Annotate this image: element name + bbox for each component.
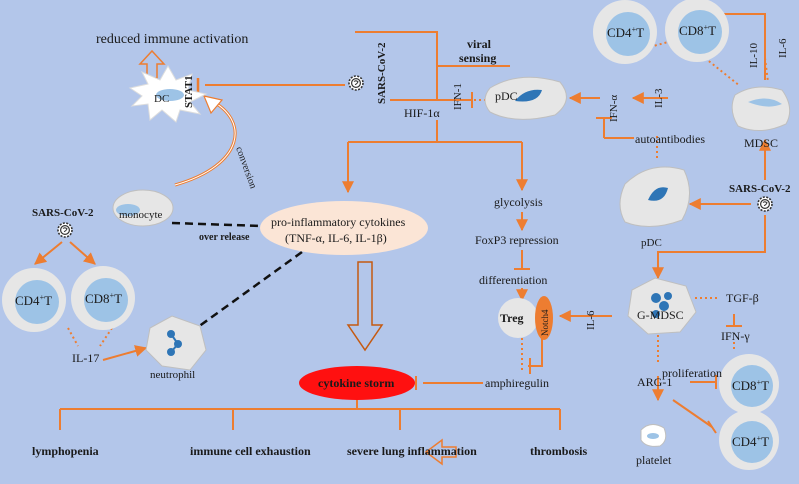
gmdsc-label: G-MDSC xyxy=(637,308,684,322)
over-release-label: over release xyxy=(199,232,250,243)
foxp3-repression-label: FoxP3 repression xyxy=(475,233,559,247)
pdc-top-label: pDC xyxy=(495,89,518,103)
cd4-bottom-label: CD4+T xyxy=(732,434,769,449)
outcome-lymphopenia: lymphopenia xyxy=(32,444,99,458)
il10-label: IL-10 xyxy=(748,42,760,68)
notch4-receptor-icon xyxy=(535,296,553,340)
platelet-cell-icon xyxy=(640,424,667,447)
cd8-t-cell-bottom-icon xyxy=(719,354,779,414)
dc-starburst-icon xyxy=(128,64,208,123)
mdsc-label: MDSC xyxy=(744,136,778,150)
ifn1-label: IFN-1 xyxy=(452,83,464,110)
platelet-label: platelet xyxy=(636,453,672,467)
cd4-t-cell-left-icon xyxy=(2,268,66,332)
neutrophil-label: neutrophil xyxy=(150,369,195,381)
cd8-bottom-label: CD8+T xyxy=(732,378,769,393)
sars-cov2-top-label: SARS-CoV-2 xyxy=(376,42,388,104)
monocyte-label: monocyte xyxy=(119,209,162,221)
platelet-to-thrombosis-arrow-icon xyxy=(424,438,457,466)
outcome-severe-lung-inflammation: severe lung inflammation xyxy=(347,444,477,458)
cytokine-storm-box xyxy=(299,366,415,400)
reduced-immune-activation-label: reduced immune activation xyxy=(96,32,248,47)
ifng-label: IFN-γ xyxy=(721,329,750,343)
ifna-label: IFN-α xyxy=(608,95,620,122)
differentiation-label: differentiation xyxy=(479,273,547,287)
glycolysis-label: glycolysis xyxy=(494,195,543,209)
tgfb-label: TGF-β xyxy=(726,291,759,305)
pdc-cell-top-icon xyxy=(484,76,567,120)
il17-label: IL-17 xyxy=(72,351,99,365)
pdc-cell-bottom-icon xyxy=(619,166,690,227)
il3-label: IL-3 xyxy=(653,88,665,108)
cd4-t-cell-bottom-icon xyxy=(719,410,779,470)
cd4-top-label: CD4+T xyxy=(607,25,644,40)
virus-icon-right xyxy=(757,196,773,212)
cd4-left-label: CD4+T xyxy=(15,293,52,308)
mdsc-cell-icon xyxy=(731,86,791,131)
sars-cov2-right-label: SARS-CoV-2 xyxy=(729,183,791,195)
proinflammatory-line1: pro-inflammatory cytokines xyxy=(271,215,406,229)
g-mdsc-cell-icon xyxy=(627,277,697,335)
cd4-t-cell-top-icon xyxy=(593,0,657,64)
virus-icon-left xyxy=(57,222,73,238)
arg1-label: ARG-1 xyxy=(637,375,672,389)
cd8-t-cell-top-icon xyxy=(665,0,729,62)
viral-label: viral xyxy=(467,37,492,51)
cd8-left-label: CD8+T xyxy=(85,291,122,306)
sars-cov2-left-label: SARS-CoV-2 xyxy=(32,207,94,219)
cytokine-storm-label: cytokine storm xyxy=(318,376,394,390)
virus-icon-top xyxy=(348,75,364,91)
pdc-bottom-label: pDC xyxy=(641,237,662,249)
hif1a-label: HIF-1α xyxy=(404,106,440,120)
outcome-thrombosis: thrombosis xyxy=(530,444,587,458)
proinflammatory-line2: (TNF-α, IL-6, IL-1β) xyxy=(285,231,387,245)
dc-label: DC xyxy=(154,93,169,105)
il6-gmdsc-label: IL-6 xyxy=(585,310,597,330)
amphiregulin-label: amphiregulin xyxy=(485,376,549,390)
stat1-label: STAT1 xyxy=(183,75,195,108)
outline-arrows xyxy=(138,49,457,466)
treg-label: Treg xyxy=(500,311,524,325)
cd8-top-label: CD8+T xyxy=(679,23,716,38)
neutrophil-cell-icon xyxy=(145,315,207,371)
outcome-immune-cell-exhaustion: immune cell exhaustion xyxy=(190,444,311,458)
over-release-links xyxy=(171,221,303,329)
proinflammatory-cytokines-box xyxy=(260,201,428,255)
cd8-t-cell-left-icon xyxy=(71,266,135,330)
autoantibodies-label: autoantibodies xyxy=(635,132,705,146)
monocyte-cell-icon xyxy=(112,189,174,227)
sensing-label: sensing xyxy=(459,51,496,65)
proliferation-label: proliferation xyxy=(662,366,722,380)
to-cytokine-storm-arrow-icon xyxy=(346,261,384,352)
conversion-label: conversion xyxy=(233,145,258,190)
treg-cell-icon xyxy=(498,296,553,340)
il6-mdsc-label: IL-6 xyxy=(777,38,789,58)
notch4-label: Notch4 xyxy=(540,309,550,336)
